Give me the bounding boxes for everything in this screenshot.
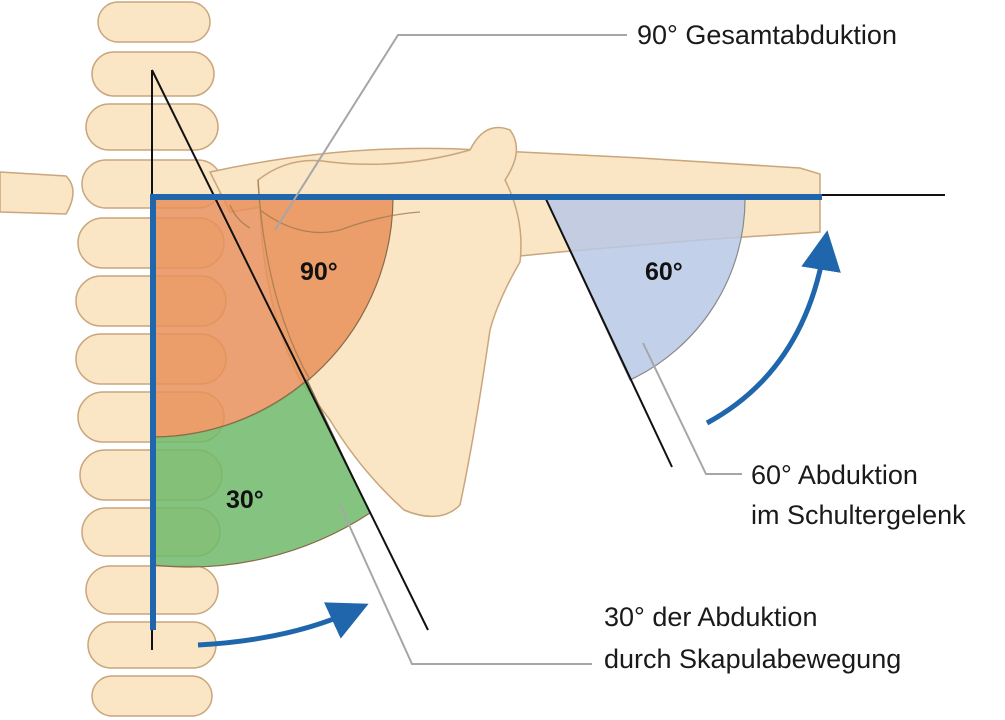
angle-label-30: 30° xyxy=(226,486,264,514)
leader-lines xyxy=(274,34,742,665)
shoulder-rotation-arrow xyxy=(705,230,841,426)
angle-label-60: 60° xyxy=(645,258,683,286)
humerus-axis-line xyxy=(544,196,673,468)
leader-total xyxy=(274,34,627,231)
angle-label-90: 90° xyxy=(300,258,338,286)
sector-30 xyxy=(152,379,371,568)
rib-left xyxy=(0,171,74,215)
label-scapula-line2: durch Skapulabewegung xyxy=(604,644,902,674)
label-total-abduction: 90° Gesamtabduktion xyxy=(637,20,897,50)
label-scapula-line1: 30° der Abduktion xyxy=(604,602,818,632)
leader-shoulder xyxy=(642,342,742,475)
scapula-rotation-arrow xyxy=(197,602,369,648)
leader-scapula xyxy=(339,504,592,665)
sector-60 xyxy=(544,196,746,381)
label-shoulder-line2: im Schultergelenk xyxy=(751,500,966,530)
vertebra xyxy=(91,675,213,717)
vertebra xyxy=(97,1,211,43)
label-shoulder-line1: 60° Abduktion xyxy=(751,460,918,490)
scapula-contours xyxy=(229,179,421,381)
scapula-axis-line xyxy=(151,69,429,631)
abduction-axis xyxy=(150,194,822,630)
